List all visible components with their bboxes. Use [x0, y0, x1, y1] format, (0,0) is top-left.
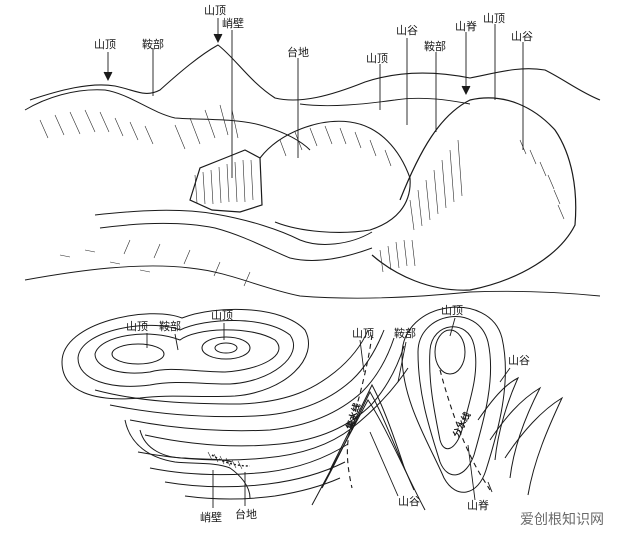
map-label-ridge-bottom: 山脊: [467, 498, 489, 512]
map-label-peak-c: 山顶: [352, 327, 374, 340]
map-label-peak-b: 山顶: [211, 309, 233, 322]
sketch-label-valley-right: 山谷: [511, 30, 533, 43]
landscape-sketch: 山顶 鞍部 山顶 峭壁 台地 山顶 山谷 鞍部 山脊 山顶 山谷: [24, 4, 601, 299]
map-label-plateau: 台地: [235, 507, 257, 521]
contour-map: 山顶 鞍部 山顶 山顶 鞍部 山顶 山谷 集水线 分水线 峭壁 台地 山谷 山脊: [61, 304, 564, 524]
sketch-label-peak-center: 山顶: [204, 4, 226, 17]
sketch-label-cliff: 峭壁: [222, 16, 244, 30]
map-label-saddle-c: 鞍部: [394, 326, 416, 340]
sketch-label-saddle-left: 鞍部: [142, 37, 164, 51]
sketch-label-peak-right: 山顶: [483, 12, 505, 25]
map-label-peak-a: 山顶: [126, 320, 148, 333]
map-label-collecting-line: 集水线: [343, 402, 363, 432]
sketch-label-saddle-right: 鞍部: [424, 39, 446, 53]
map-label-valley-d: 山谷: [508, 354, 530, 367]
sketch-label-peak-left: 山顶: [94, 38, 116, 51]
sketch-label-peak-mid: 山顶: [366, 52, 388, 65]
map-label-peak-d: 山顶: [441, 304, 463, 317]
map-label-saddle-a: 鞍部: [159, 319, 181, 333]
sketch-label-valley-mid: 山谷: [396, 24, 418, 37]
map-label-valley-bottom: 山谷: [398, 495, 420, 508]
sketch-label-ridge: 山脊: [455, 19, 477, 33]
sketch-label-plateau: 台地: [287, 45, 309, 59]
site-watermark: 爱创根知识网: [520, 511, 604, 528]
map-label-cliff: 峭壁: [200, 510, 222, 524]
